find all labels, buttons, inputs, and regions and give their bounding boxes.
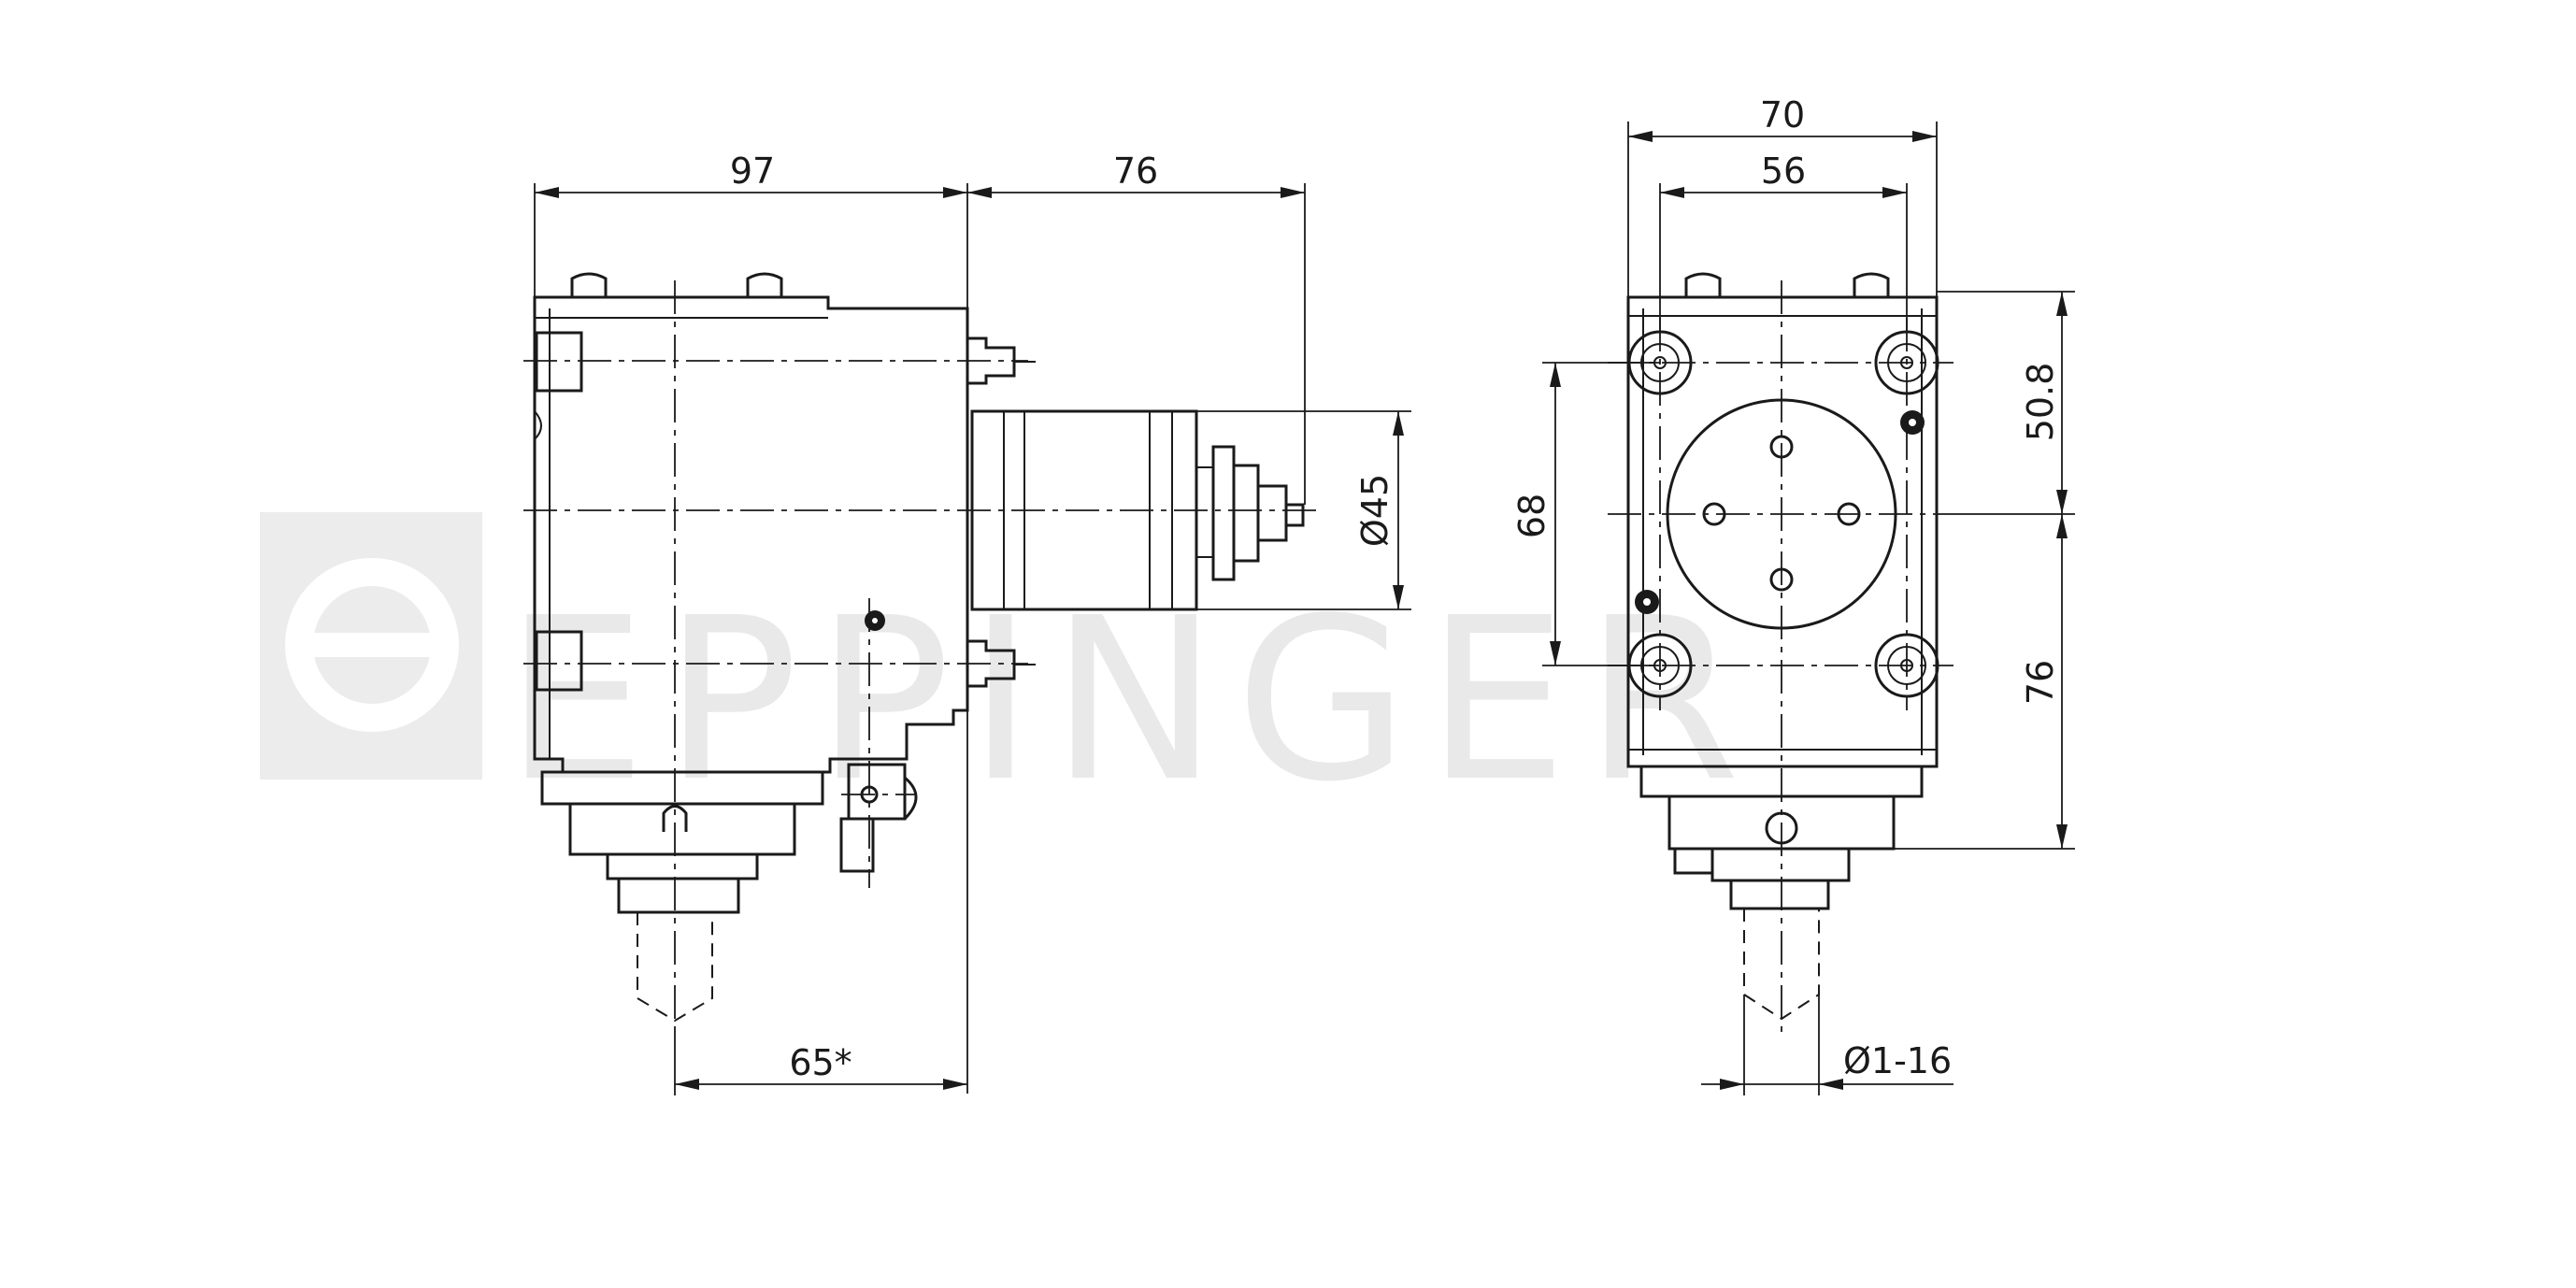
coolant-knob [903,776,918,821]
front-grease-nipple-left-center [1643,598,1651,606]
watermark: EPPINGER [260,512,1757,831]
coupling-hub [1232,464,1260,563]
dim-70-label: 70 [1760,94,1805,136]
left-edge-notch [534,410,542,440]
dim-76-top-label: 76 [1113,150,1158,192]
clamp-block-lower [535,630,583,692]
dim-56-label: 56 [1761,150,1806,192]
side-view-dimensions: 97 76 Ø45 65* [534,150,1411,1095]
dim-50-8-label: 50.8 [2020,363,2061,442]
front-view-dimensions: 70 56 68 50.8 76 Ø1-16 [1511,94,2075,1095]
dim-68-label: 68 [1511,494,1553,538]
coupling-disc [1211,445,1236,581]
front-grease-nipple-right-center [1909,419,1916,426]
coolant-fitting [847,763,907,821]
dim-76-side-label: 76 [2020,660,2061,705]
collet-slot [662,805,688,832]
housing-outline [533,295,969,774]
front-flange-ring-4 [1729,879,1830,910]
coupling-tip [1284,503,1305,527]
watermark-text: EPPINGER [505,569,1757,831]
coupling-shaft [1256,484,1288,542]
front-side-fitting [1673,847,1714,875]
watermark-logo-ring [285,558,459,732]
top-lug-right [746,272,783,297]
front-flange-ring-3 [1710,847,1851,882]
flange-ring-4 [617,877,740,914]
top-lug-left [570,272,608,297]
front-view [1608,272,1953,1038]
collet-hidden [637,912,713,1023]
dim-d45-label: Ø45 [1354,474,1395,547]
clamp-block-upper [535,331,583,393]
dim-97-label: 97 [730,150,775,192]
flange-ring-3 [606,852,759,880]
front-top-lug-left [1684,272,1722,297]
front-top-lug-right [1853,272,1890,297]
dim-65-label: 65* [789,1042,852,1083]
dim-d1-16-label: Ø1-16 [1843,1040,1952,1081]
coolant-nozzle [839,817,875,873]
side-view [523,272,1318,1028]
grease-nipple-center [872,618,878,623]
